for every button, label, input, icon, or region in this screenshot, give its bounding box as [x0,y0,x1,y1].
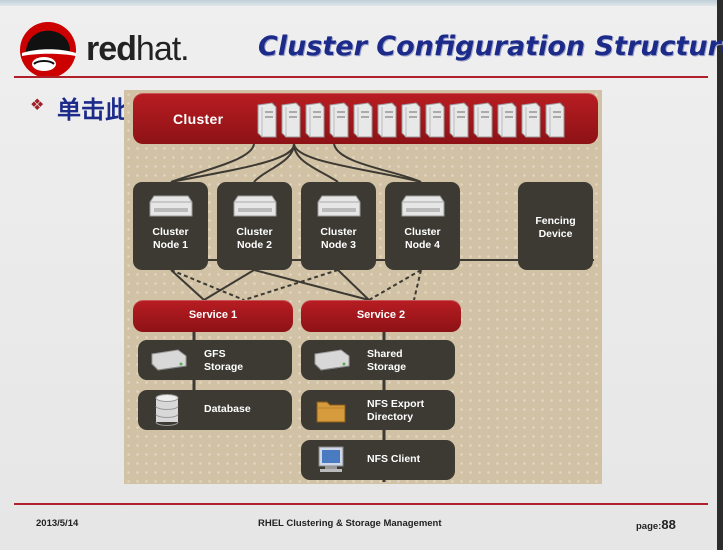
bullet-diamond-icon: ❖ [30,97,45,114]
window-edge [717,0,723,550]
server-icon [233,195,277,217]
slide-top-line [0,0,723,6]
server-icon [401,195,445,217]
resource-label: Database [204,403,251,415]
mini-server-icon [257,102,277,138]
monitor-icon [318,446,344,472]
mini-server-icon [521,102,541,138]
database-box[interactable]: Database [138,390,292,430]
mini-server-icon [353,102,373,138]
database-icon [155,394,179,426]
disk-icon [151,349,187,371]
footer-center-text: RHEL Clustering & Storage Management [258,518,442,529]
cluster-label: Cluster [173,111,224,127]
mini-server-icon [425,102,445,138]
server-icon [317,195,361,217]
mini-server-icon [377,102,397,138]
disk-icon [314,349,350,371]
service-2-bar[interactable]: Service 2 [301,300,461,332]
logo-wordmark: redhat. [86,30,190,68]
mini-server-icon [305,102,325,138]
redhat-logo: redhat. [14,20,204,80]
mini-server-icon [401,102,421,138]
mini-server-icon [497,102,517,138]
service-label: Service 1 [188,309,238,321]
failover-link-lines [170,269,422,301]
folder-icon [316,401,346,423]
mini-server-icon [449,102,469,138]
service-label: Service 2 [356,309,406,321]
footer-divider [14,503,708,505]
mini-server-icon [329,102,349,138]
title-divider [14,76,708,78]
resource-label: NFS Client [367,453,421,465]
bullet-text[interactable]: 单击此 [57,96,129,124]
cluster-fan-lines [170,143,422,183]
mini-server-icon [281,102,301,138]
service-link-lines [170,269,370,301]
shadowman-icon [20,22,76,78]
mini-server-icon [545,102,565,138]
nfs-client-box[interactable]: NFS Client [301,440,455,480]
footer-date: 2013/5/14 [36,518,79,529]
cluster-bar: Cluster [133,93,598,144]
server-icon [149,195,193,217]
service-1-bar[interactable]: Service 1 [133,300,293,332]
mini-server-icon [473,102,493,138]
page-title: Cluster Configuration Structure [258,31,723,62]
footer-page-number: page:88 [636,517,676,532]
